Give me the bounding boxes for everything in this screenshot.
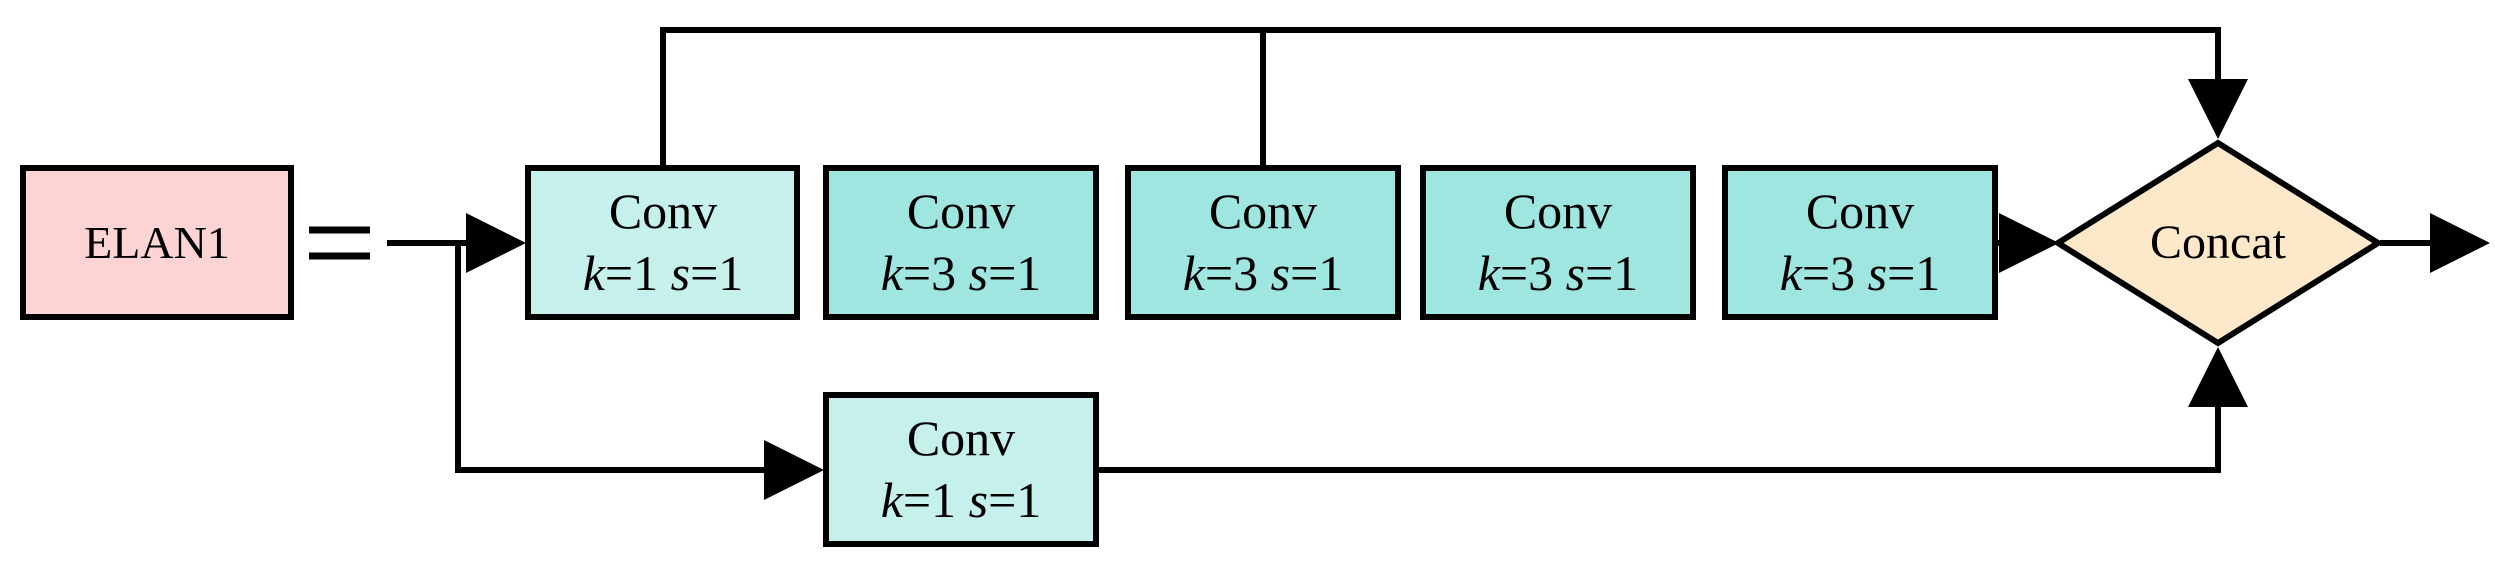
conv-box bbox=[1420, 165, 1696, 320]
conv-block-1: Conv k=1 s=1 bbox=[525, 165, 800, 320]
concat-label: Concat bbox=[2150, 216, 2287, 269]
conv-box bbox=[823, 165, 1099, 320]
elan1-module-box bbox=[20, 165, 294, 320]
conv-title: Conv bbox=[1504, 183, 1612, 239]
conv-block-2: Conv k=3 s=1 bbox=[823, 165, 1099, 320]
conv-params: k=1 s=1 bbox=[583, 245, 744, 301]
skip-line-conv1 bbox=[660, 27, 2248, 168]
concat-node: Concat bbox=[2052, 139, 2384, 347]
conv-block-4: Conv k=3 s=1 bbox=[1420, 165, 1696, 320]
conv-title: Conv bbox=[907, 183, 1015, 239]
conv-params: k=3 s=1 bbox=[1478, 245, 1639, 301]
conv-params: k=3 s=1 bbox=[1780, 245, 1941, 301]
elan1-module-block: ELAN1 bbox=[20, 165, 294, 320]
conv-params: k=1 s=1 bbox=[881, 472, 1042, 528]
conv-title: Conv bbox=[1209, 183, 1317, 239]
conv-block-bottom: Conv k=1 s=1 bbox=[823, 392, 1099, 547]
conv-title: Conv bbox=[609, 183, 717, 239]
module-name: ELAN1 bbox=[84, 217, 230, 268]
conv-box bbox=[1722, 165, 1998, 320]
conv-block-5: Conv k=3 s=1 bbox=[1722, 165, 1998, 320]
equals-sign bbox=[309, 226, 370, 260]
conv-box bbox=[525, 165, 800, 320]
conv-params: k=3 s=1 bbox=[1183, 245, 1344, 301]
connections bbox=[387, 27, 2490, 500]
bottom-conv-to-concat-line bbox=[1097, 347, 2248, 473]
conv-title: Conv bbox=[907, 410, 1015, 466]
branch-to-bottom-conv bbox=[455, 243, 824, 500]
conv-title: Conv bbox=[1806, 183, 1914, 239]
concat-diamond bbox=[2052, 139, 2384, 347]
conv-params: k=3 s=1 bbox=[881, 245, 1042, 301]
conv-block-3: Conv k=3 s=1 bbox=[1125, 165, 1401, 320]
conv-box bbox=[823, 392, 1099, 547]
conv-box bbox=[1125, 165, 1401, 320]
